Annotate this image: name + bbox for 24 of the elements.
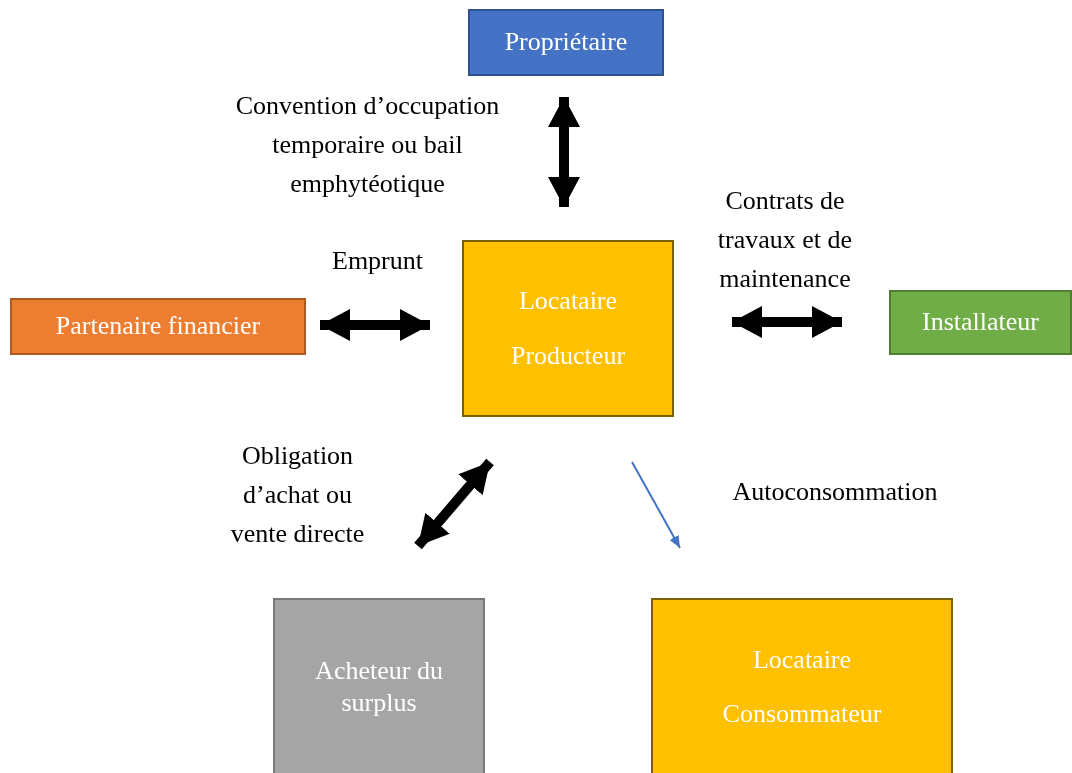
edge-label: Emprunt	[331, 245, 424, 277]
edge-label: Obligation d’achat ou vente directe	[229, 440, 366, 550]
process-box	[273, 598, 485, 773]
arrow	[631, 461, 681, 549]
process-box	[462, 240, 674, 417]
box-label: Acheteur du surplus	[314, 654, 444, 719]
box-label: Locataire	[752, 643, 852, 676]
edge-label: Contrats de travaux et de maintenance	[716, 185, 854, 295]
edge-label: Autoconsommation	[731, 476, 939, 508]
process-box	[10, 298, 306, 355]
arrow	[548, 97, 580, 207]
box-label: Consommateur	[722, 698, 882, 730]
edge-label: Convention d’occupation temporaire ou bail emphytéotique	[234, 90, 501, 200]
box-label: Partenaire financier	[55, 310, 261, 343]
process-box	[889, 290, 1072, 355]
arrow	[732, 306, 842, 338]
process-box	[468, 9, 664, 76]
arrow	[320, 309, 430, 341]
process-box	[651, 598, 953, 773]
box-label: Producteur	[510, 339, 626, 372]
box-label: Propriétaire	[504, 26, 628, 59]
box-label: Installateur	[922, 306, 1039, 339]
box-label: Locataire	[518, 285, 618, 317]
arrow	[414, 458, 494, 550]
